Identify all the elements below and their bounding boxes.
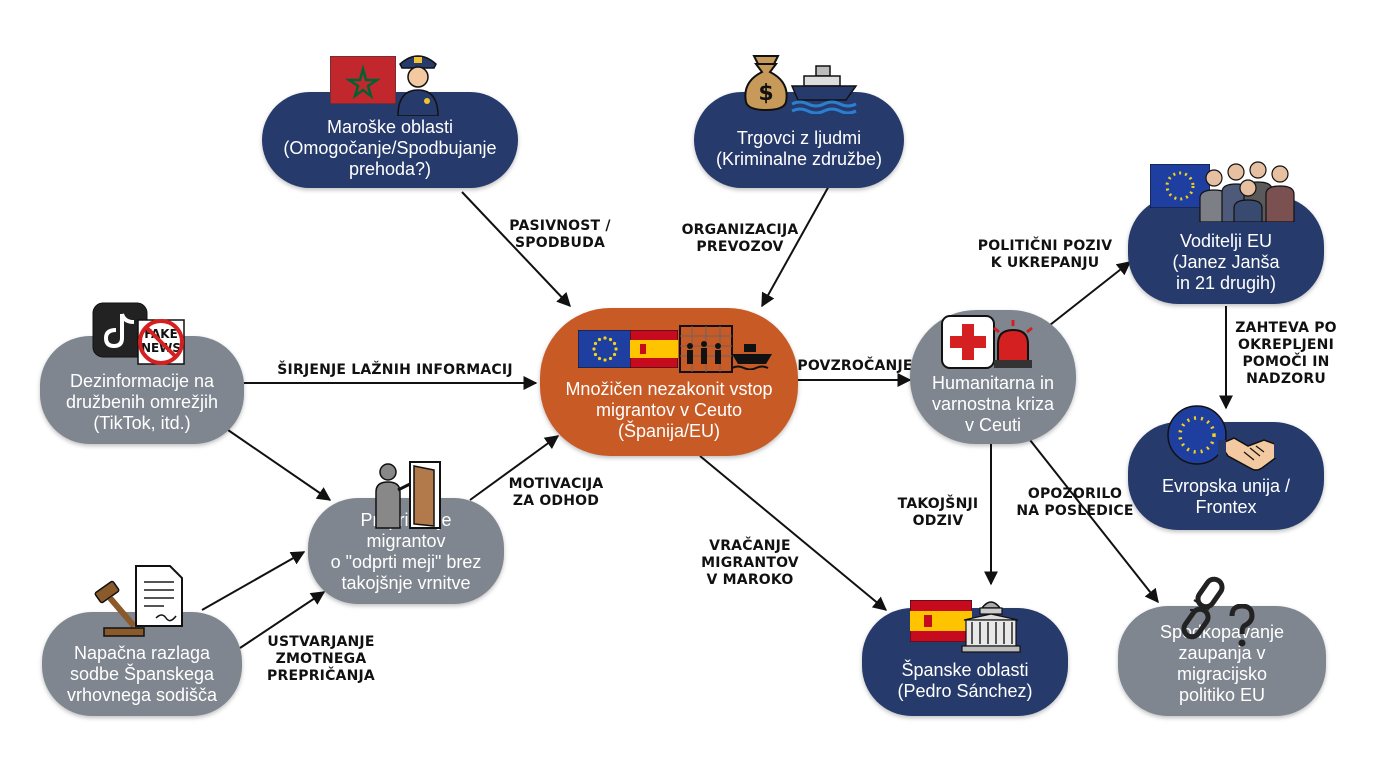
edge-label-zahteva: ZAHTEVA PO OKREPLJENI POMOČI IN NADZORU <box>1235 320 1337 387</box>
police-officer-icon <box>397 55 439 116</box>
edge-label-politicni: POLITIČNI POZIV K UKREPANJU <box>977 238 1113 271</box>
eu-star <box>597 356 602 361</box>
edge-label-motivacija: MOTIVACIJA ZA ODHOD <box>508 476 604 509</box>
svg-text:$: $ <box>758 81 773 106</box>
money-bag-icon: $ <box>744 55 788 112</box>
node-traffickers: Trgovci z ljudmi (Kriminalne združbe) <box>694 92 904 188</box>
edge-label-pasivnost: PASIVNOST / SPODBUDA <box>509 218 611 251</box>
fake-news-icon: FAKE NEWS <box>137 319 185 365</box>
node-trust-erosion: Spodkopavanje zaupanja v migracijsko pol… <box>1118 606 1326 716</box>
eu-star <box>608 337 613 342</box>
edge-label-takojsnji: TAKOJŠNJI ODZIV <box>897 496 979 529</box>
node-spain-text: Španske oblasti (Pedro Sánchez) <box>897 660 1033 701</box>
ship-icon <box>790 65 858 114</box>
node-crisis-text: Humanitarna in varnostna kriza v Ceuti <box>931 373 1055 435</box>
person-at-door-icon <box>375 461 441 529</box>
edge-crisis-trust <box>1029 439 1159 604</box>
eu-star <box>593 341 598 346</box>
edge-crisis-euleaders <box>1035 261 1132 337</box>
eu-star <box>614 347 618 351</box>
question-mark-icon <box>1229 604 1255 647</box>
eu-star <box>597 337 602 342</box>
edge-ruling-persuasion-2 <box>239 591 326 649</box>
gavel-icon <box>94 580 145 637</box>
edge-traffickers-center <box>761 183 831 308</box>
node-disinfo-text: Dezinformacije na družbenih omrežjih (Ti… <box>65 371 219 433</box>
node-euleaders-text: Voditelji EU (Janez Janša in 21 drugih) <box>1172 231 1280 293</box>
handshake-icon <box>1218 437 1282 471</box>
eu-star <box>612 352 617 357</box>
eu-star <box>612 341 617 346</box>
node-moroccan-text: Maroške oblasti (Omogočanje/Spodbujanje … <box>283 117 497 179</box>
edge-moroccan-center <box>461 191 571 308</box>
eu-flag-icon <box>1167 405 1227 465</box>
fake-news-line1: FAKE <box>144 327 178 341</box>
fence-migrants-icon <box>679 325 733 373</box>
siren-icon <box>993 320 1033 368</box>
edge-label-opozorilo: OPOZORILO NA POSLEDICE <box>1016 486 1134 519</box>
edge-persuasion-center <box>469 435 560 501</box>
eu-star <box>593 352 598 357</box>
node-eufrontex-text: Evropska unija / Frontex <box>1161 476 1291 517</box>
edge-label-organizacija: ORGANIZACIJA PREVOZOV <box>681 222 799 255</box>
edge-disinfo-persuasion <box>227 429 332 501</box>
edge-label-ustvarjanje: USTVARJANJE ZMOTNEGA PREPRIČANJA <box>267 634 375 684</box>
eu-flag-icon <box>578 330 632 368</box>
spain-flag-icon <box>630 330 678 368</box>
tiktok-icon <box>92 302 148 358</box>
group-of-people-icon <box>1199 161 1295 222</box>
edge-center-spain <box>699 455 888 611</box>
spain-flag-icon <box>910 600 972 642</box>
eu-star <box>603 336 607 340</box>
document-icon <box>135 565 183 627</box>
node-moroccan-authorities: Maroške oblasti (Omogočanje/Spodbujanje … <box>262 92 518 188</box>
boat-icon <box>731 344 772 370</box>
node-center-text: Množičen nezakonit vstop migrantov v Ceu… <box>565 379 773 441</box>
edge-label-sirjenje: ŠIRJENJE LAŽNIH INFORMACIJ <box>277 362 513 378</box>
broken-chain-icon <box>1181 576 1225 640</box>
edge-ruling-persuasion-1 <box>201 551 306 611</box>
eu-star <box>608 356 613 361</box>
moroccan-flag-icon <box>330 56 396 104</box>
node-persuasion: Prepričanje migrantov o "odprti meji" br… <box>308 498 504 604</box>
edge-label-povzrocanje: POVZROČANJE <box>797 358 913 374</box>
eu-star <box>603 358 607 362</box>
eu-star <box>592 347 596 351</box>
edge-label-vracanje: VRAČANJE MIGRANTOV V MAROKO <box>701 538 799 588</box>
medical-cross-icon <box>941 315 995 369</box>
government-building-icon <box>961 601 1021 653</box>
node-ruling-text: Napačna razlaga sodbe Španskega vrhovneg… <box>66 643 218 705</box>
node-traffickers-text: Trgovci z ljudmi (Kriminalne združbe) <box>715 128 883 169</box>
